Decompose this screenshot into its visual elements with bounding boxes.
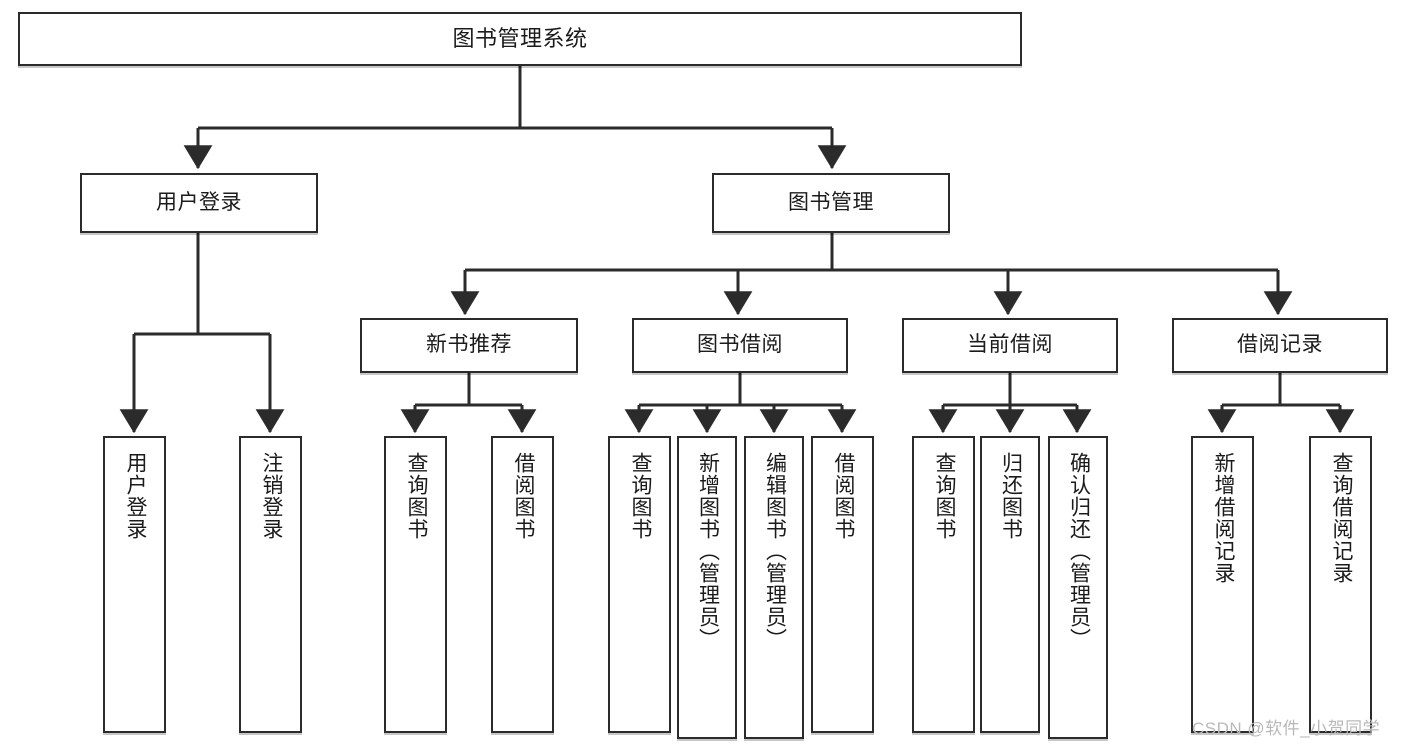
node-leaf-user-login-label: 用户登录 [123, 452, 147, 540]
node-leaf-confirm-return-label: 确认归还（管理员） [1067, 452, 1091, 650]
node-leaf-confirm-return[interactable]: 确认归还（管理员） [1048, 436, 1108, 739]
node-borrow-record[interactable]: 借阅记录 [1172, 318, 1388, 373]
node-leaf-add-record-label: 新增借阅记录 [1211, 452, 1235, 584]
node-user-login-label: 用户登录 [156, 190, 242, 214]
node-leaf-query-record-label: 查询借阅记录 [1329, 452, 1353, 584]
node-leaf-user-login[interactable]: 用户登录 [103, 436, 166, 733]
node-leaf-add-book-label: 新增图书（管理员） [696, 452, 720, 650]
node-leaf-query-book-1-label: 查询图书 [404, 452, 428, 540]
node-leaf-return-book-label: 归还图书 [999, 452, 1023, 540]
csdn-watermark: CSDN @软件_小贺同学 [1192, 719, 1381, 738]
node-leaf-add-record[interactable]: 新增借阅记录 [1191, 436, 1254, 733]
node-leaf-borrow-book-1-label: 借阅图书 [511, 452, 535, 540]
node-leaf-return-book[interactable]: 归还图书 [980, 436, 1040, 733]
node-new-book-rec-label: 新书推荐 [426, 333, 512, 357]
node-root[interactable]: 图书管理系统 [18, 12, 1022, 66]
node-leaf-logout[interactable]: 注销登录 [239, 436, 302, 733]
node-leaf-query-book-1[interactable]: 查询图书 [384, 436, 447, 733]
node-current-borrow-label: 当前借阅 [967, 333, 1053, 357]
node-leaf-add-book[interactable]: 新增图书（管理员） [677, 436, 737, 739]
node-user-login[interactable]: 用户登录 [80, 173, 318, 233]
node-leaf-query-record[interactable]: 查询借阅记录 [1309, 436, 1372, 733]
node-current-borrow[interactable]: 当前借阅 [902, 318, 1118, 373]
node-leaf-edit-book[interactable]: 编辑图书（管理员） [744, 436, 804, 739]
node-new-book-rec[interactable]: 新书推荐 [360, 318, 578, 373]
node-leaf-query-book-3-label: 查询图书 [932, 452, 956, 540]
node-leaf-query-book-3[interactable]: 查询图书 [912, 436, 975, 733]
node-leaf-query-book-2[interactable]: 查询图书 [608, 436, 671, 733]
node-book-borrow[interactable]: 图书借阅 [632, 318, 848, 373]
node-borrow-record-label: 借阅记录 [1237, 333, 1323, 357]
node-leaf-borrow-book-1[interactable]: 借阅图书 [491, 436, 554, 733]
node-leaf-borrow-book-2[interactable]: 借阅图书 [811, 436, 874, 733]
node-book-manage[interactable]: 图书管理 [712, 173, 950, 233]
node-book-manage-label: 图书管理 [788, 190, 874, 214]
node-leaf-borrow-book-2-label: 借阅图书 [831, 452, 855, 540]
node-leaf-logout-label: 注销登录 [259, 452, 283, 540]
node-root-label: 图书管理系统 [452, 26, 588, 52]
node-leaf-query-book-2-label: 查询图书 [628, 452, 652, 540]
node-leaf-edit-book-label: 编辑图书（管理员） [763, 452, 787, 650]
node-book-borrow-label: 图书借阅 [697, 333, 783, 357]
